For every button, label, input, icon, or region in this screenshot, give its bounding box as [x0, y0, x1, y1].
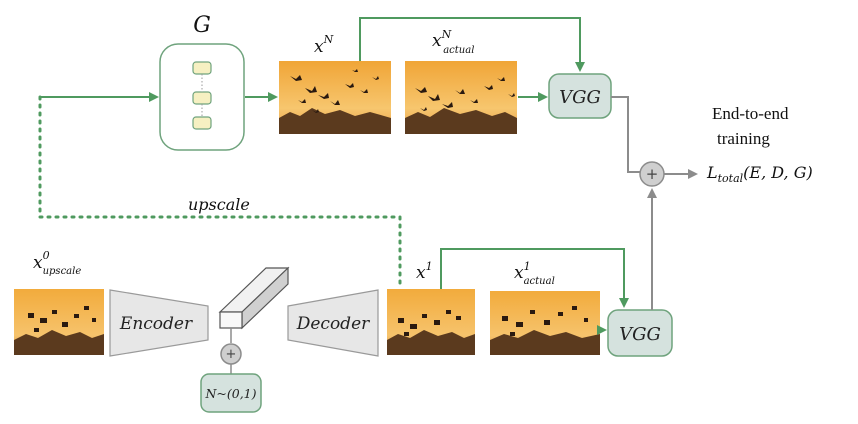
- loss-expression: Ltotal(E, D, G): [706, 163, 813, 185]
- x1-actual-image: [490, 291, 600, 355]
- xn-to-vgg-top-arrow: [359, 17, 585, 72]
- noise-box: N~(0,1): [200, 373, 262, 413]
- generator-label: G: [193, 13, 211, 38]
- noise-label: N~(0,1): [204, 386, 256, 401]
- vgg-top-box: VGG: [548, 73, 612, 119]
- generator-node-3: [192, 116, 212, 130]
- vgg-bottom-label: VGG: [619, 324, 661, 345]
- plus-circle-icon: +: [226, 347, 237, 362]
- latent-vector: [218, 266, 290, 330]
- encoder-block: Encoder: [109, 289, 209, 357]
- encoder-label: Encoder: [119, 314, 193, 334]
- vgg-top-to-sum-line: [611, 96, 640, 173]
- vgg-bottom-box: VGG: [607, 309, 673, 357]
- decoder-label: Decoder: [296, 314, 370, 334]
- plus-circle-icon: +: [646, 165, 659, 183]
- generator-node-2: [192, 91, 212, 105]
- noise-sum-node: +: [220, 343, 242, 365]
- generator-box: [159, 43, 245, 151]
- generator-node-1: [192, 61, 212, 75]
- upscale-label: upscale: [188, 195, 250, 214]
- xn-label: xN: [314, 33, 334, 57]
- x1-label: x1: [416, 260, 433, 283]
- upscale-dotted-path: [38, 95, 402, 290]
- x1-image: [387, 289, 475, 355]
- x0-upscale-image: [14, 289, 104, 355]
- end-to-end-label: End-to-end: [712, 104, 789, 123]
- vgg-top-label: VGG: [559, 87, 601, 108]
- x1-to-vgg-bottom-arrow: [440, 248, 629, 308]
- training-label: training: [717, 129, 770, 148]
- decoder-block: Decoder: [287, 289, 379, 357]
- sum-node: +: [639, 161, 665, 187]
- xn-actual-image: [405, 61, 517, 134]
- xn-image: [279, 61, 391, 134]
